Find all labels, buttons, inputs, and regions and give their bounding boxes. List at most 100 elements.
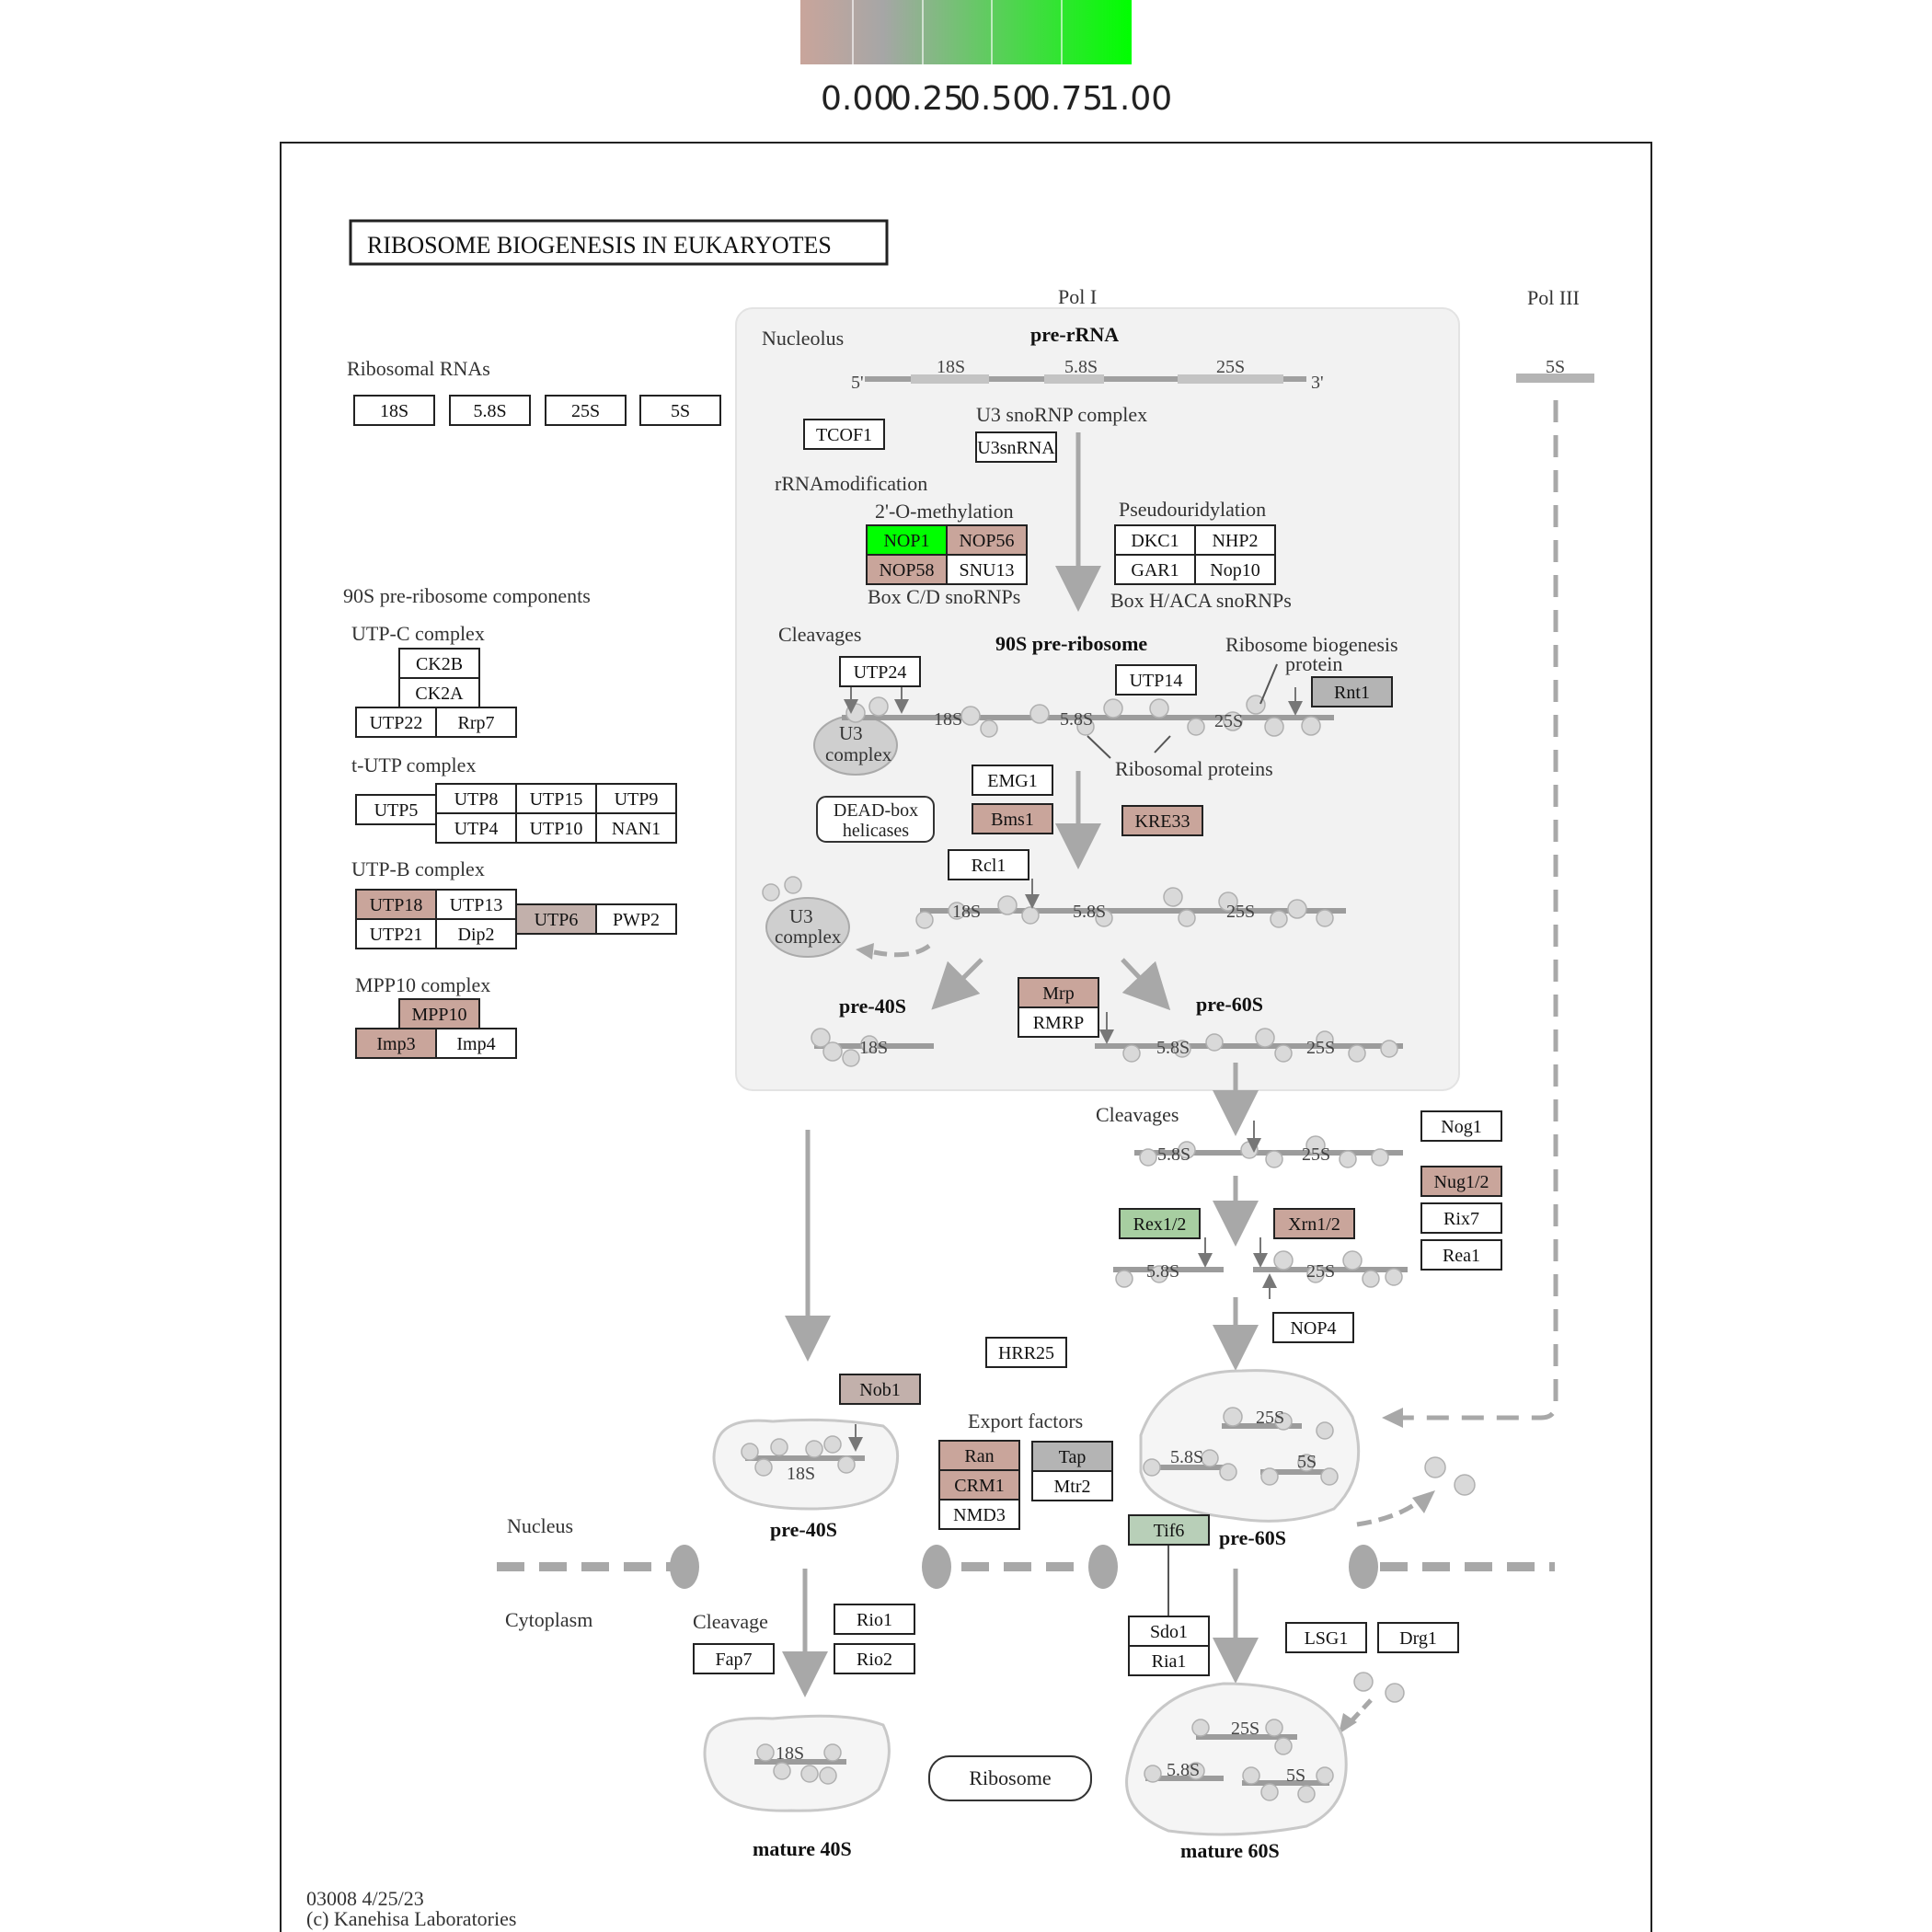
gene-box-nug12[interactable]: Nug1/2 bbox=[1420, 1166, 1502, 1197]
boxcd-label: Box C/D snoRNPs bbox=[868, 585, 1020, 608]
pre90s-58s: 5.8S bbox=[1060, 709, 1093, 730]
gene-box-utp9[interactable]: UTP9 bbox=[595, 783, 677, 814]
gene-box-bg bbox=[435, 812, 517, 844]
gene-box-rr_5s[interactable]: 5S bbox=[639, 395, 721, 426]
gene-box-bg bbox=[1018, 1006, 1099, 1038]
gene-box-bg bbox=[1119, 1208, 1201, 1239]
gene-box-lsg1[interactable]: LSG1 bbox=[1285, 1622, 1367, 1653]
gene-box-tcof1[interactable]: TCOF1 bbox=[803, 419, 885, 450]
gene-box-mrp[interactable]: Mrp bbox=[1018, 977, 1099, 1008]
gene-box-nop58[interactable]: NOP58 bbox=[866, 554, 948, 585]
gene-box-bg bbox=[1128, 1645, 1210, 1676]
gene-label-nop58: NOP58 bbox=[879, 560, 934, 581]
gene-box-gar1[interactable]: GAR1 bbox=[1114, 554, 1196, 585]
u3-snornp-label: U3 snoRNP complex bbox=[976, 403, 1147, 426]
pre60s-58s: 5.8S bbox=[1156, 1038, 1190, 1058]
gene-box-nop56[interactable]: NOP56 bbox=[946, 524, 1028, 556]
gene-label-utp21: UTP21 bbox=[370, 925, 423, 945]
gene-box-utp6[interactable]: UTP6 bbox=[515, 903, 597, 935]
gene-label-nob1: Nob1 bbox=[859, 1380, 900, 1400]
legend-gradient bbox=[800, 0, 1132, 64]
gene-box-mpp10[interactable]: MPP10 bbox=[398, 998, 480, 1029]
gene-label-tif6: Tif6 bbox=[1154, 1521, 1185, 1541]
gene-box-rix7[interactable]: Rix7 bbox=[1420, 1202, 1502, 1234]
gene-box-sdo1[interactable]: Sdo1 bbox=[1128, 1616, 1210, 1647]
gene-box-bms1[interactable]: Bms1 bbox=[972, 803, 1053, 834]
gene-label-imp4: Imp4 bbox=[456, 1034, 495, 1054]
gene-box-dkc1[interactable]: DKC1 bbox=[1114, 524, 1196, 556]
gene-box-rea1[interactable]: Rea1 bbox=[1420, 1239, 1502, 1271]
gene-box-utp5[interactable]: UTP5 bbox=[355, 794, 437, 825]
mature40s-label: mature 40S bbox=[753, 1837, 852, 1860]
gene-label-rix7: Rix7 bbox=[1443, 1209, 1479, 1229]
gene-box-rmrp[interactable]: RMRP bbox=[1018, 1006, 1099, 1038]
gene-box-nan1[interactable]: NAN1 bbox=[595, 812, 677, 844]
gene-box-utp13[interactable]: UTP13 bbox=[435, 889, 517, 920]
gene-box-bg bbox=[1114, 554, 1196, 585]
gene-box-ck2b[interactable]: CK2B bbox=[398, 648, 480, 679]
gene-label-lsg1: LSG1 bbox=[1305, 1628, 1349, 1649]
gene-box-rr_25s[interactable]: 25S bbox=[545, 395, 627, 426]
gene-box-tap[interactable]: Tap bbox=[1031, 1441, 1113, 1472]
pre90s-25s: 25S bbox=[1214, 711, 1243, 731]
gene-box-nmd3[interactable]: NMD3 bbox=[938, 1499, 1020, 1530]
gene-box-fap7[interactable]: Fap7 bbox=[693, 1643, 775, 1674]
gene-box-rio1[interactable]: Rio1 bbox=[834, 1604, 915, 1635]
gene-box-utp10[interactable]: UTP10 bbox=[515, 812, 597, 844]
gene-box-pwp2[interactable]: PWP2 bbox=[595, 903, 677, 935]
gene-label-utp15: UTP15 bbox=[530, 789, 583, 810]
gene-box-drg1[interactable]: Drg1 bbox=[1377, 1622, 1459, 1653]
gene-box-bg bbox=[595, 783, 677, 814]
gene-box-imp4[interactable]: Imp4 bbox=[435, 1028, 517, 1059]
gene-box-nop4[interactable]: NOP4 bbox=[1272, 1312, 1354, 1343]
gene-label-mpp10: MPP10 bbox=[411, 1005, 466, 1025]
nucleolus-label: Nucleolus bbox=[762, 327, 844, 350]
gene-box-ck2a[interactable]: CK2A bbox=[398, 677, 480, 708]
gene-box-u3snrna[interactable]: U3snRNA bbox=[975, 431, 1057, 463]
pre40s-label-top: pre-40S bbox=[839, 995, 906, 1018]
gene-box-tif6[interactable]: Tif6 bbox=[1128, 1514, 1210, 1546]
gene-box-rr_58s[interactable]: 5.8S bbox=[449, 395, 531, 426]
gene-box-mtr2[interactable]: Mtr2 bbox=[1031, 1470, 1113, 1501]
gene-box-imp3[interactable]: Imp3 bbox=[355, 1028, 437, 1059]
gene-box-rrp7[interactable]: Rrp7 bbox=[435, 707, 517, 738]
gene-label-ck2b: CK2B bbox=[416, 654, 463, 674]
gene-box-nob1[interactable]: Nob1 bbox=[839, 1374, 921, 1405]
gene-box-utp24[interactable]: UTP24 bbox=[839, 656, 921, 687]
gene-box-emg1[interactable]: EMG1 bbox=[972, 765, 1053, 796]
gene-box-utp22[interactable]: UTP22 bbox=[355, 707, 437, 738]
gene-box-dip2[interactable]: Dip2 bbox=[435, 918, 517, 949]
gene-box-hrr25[interactable]: HRR25 bbox=[985, 1337, 1067, 1368]
gene-box-nog1[interactable]: Nog1 bbox=[1420, 1110, 1502, 1142]
gene-label-rcl1: Rcl1 bbox=[972, 856, 1006, 876]
gene-box-rcl1[interactable]: Rcl1 bbox=[948, 849, 1029, 880]
gene-box-xrn12[interactable]: Xrn1/2 bbox=[1273, 1208, 1355, 1239]
gene-box-rr_18s[interactable]: 18S bbox=[353, 395, 435, 426]
gene-label-utp22: UTP22 bbox=[370, 713, 423, 733]
gene-box-ran[interactable]: Ran bbox=[938, 1440, 1020, 1471]
gene-box-bg bbox=[975, 431, 1057, 463]
gene-box-utp21[interactable]: UTP21 bbox=[355, 918, 437, 949]
gene-box-crm1[interactable]: CRM1 bbox=[938, 1469, 1020, 1501]
gene-box-utp15[interactable]: UTP15 bbox=[515, 783, 597, 814]
gene-box-nhp2[interactable]: NHP2 bbox=[1194, 524, 1276, 556]
rbp-label-1: Ribosome biogenesis bbox=[1225, 633, 1398, 656]
legend-tick-0: 0.00 bbox=[821, 80, 894, 118]
gene-box-bg bbox=[1115, 664, 1197, 696]
gene-box-ria1[interactable]: Ria1 bbox=[1128, 1645, 1210, 1676]
gene-box-nop10[interactable]: Nop10 bbox=[1194, 554, 1276, 585]
footer-id-date: 03008 4/25/23 bbox=[306, 1887, 424, 1910]
gene-box-rnt1[interactable]: Rnt1 bbox=[1311, 676, 1393, 707]
gene-box-rio2[interactable]: Rio2 bbox=[834, 1643, 915, 1674]
gene-box-nop1[interactable]: NOP1 bbox=[866, 524, 948, 556]
gene-box-snu13[interactable]: SNU13 bbox=[946, 554, 1028, 585]
int-25s: 25S bbox=[1226, 902, 1255, 922]
tutp-heading: t-UTP complex bbox=[351, 753, 476, 776]
gene-box-utp14[interactable]: UTP14 bbox=[1115, 664, 1197, 696]
gene-box-rex12[interactable]: Rex1/2 bbox=[1119, 1208, 1201, 1239]
pre90s-components-heading: 90S pre-ribosome components bbox=[343, 584, 591, 607]
gene-box-utp18[interactable]: UTP18 bbox=[355, 889, 437, 920]
gene-box-utp4[interactable]: UTP4 bbox=[435, 812, 517, 844]
gene-box-utp8[interactable]: UTP8 bbox=[435, 783, 517, 814]
gene-box-kre33[interactable]: KRE33 bbox=[1121, 805, 1203, 836]
